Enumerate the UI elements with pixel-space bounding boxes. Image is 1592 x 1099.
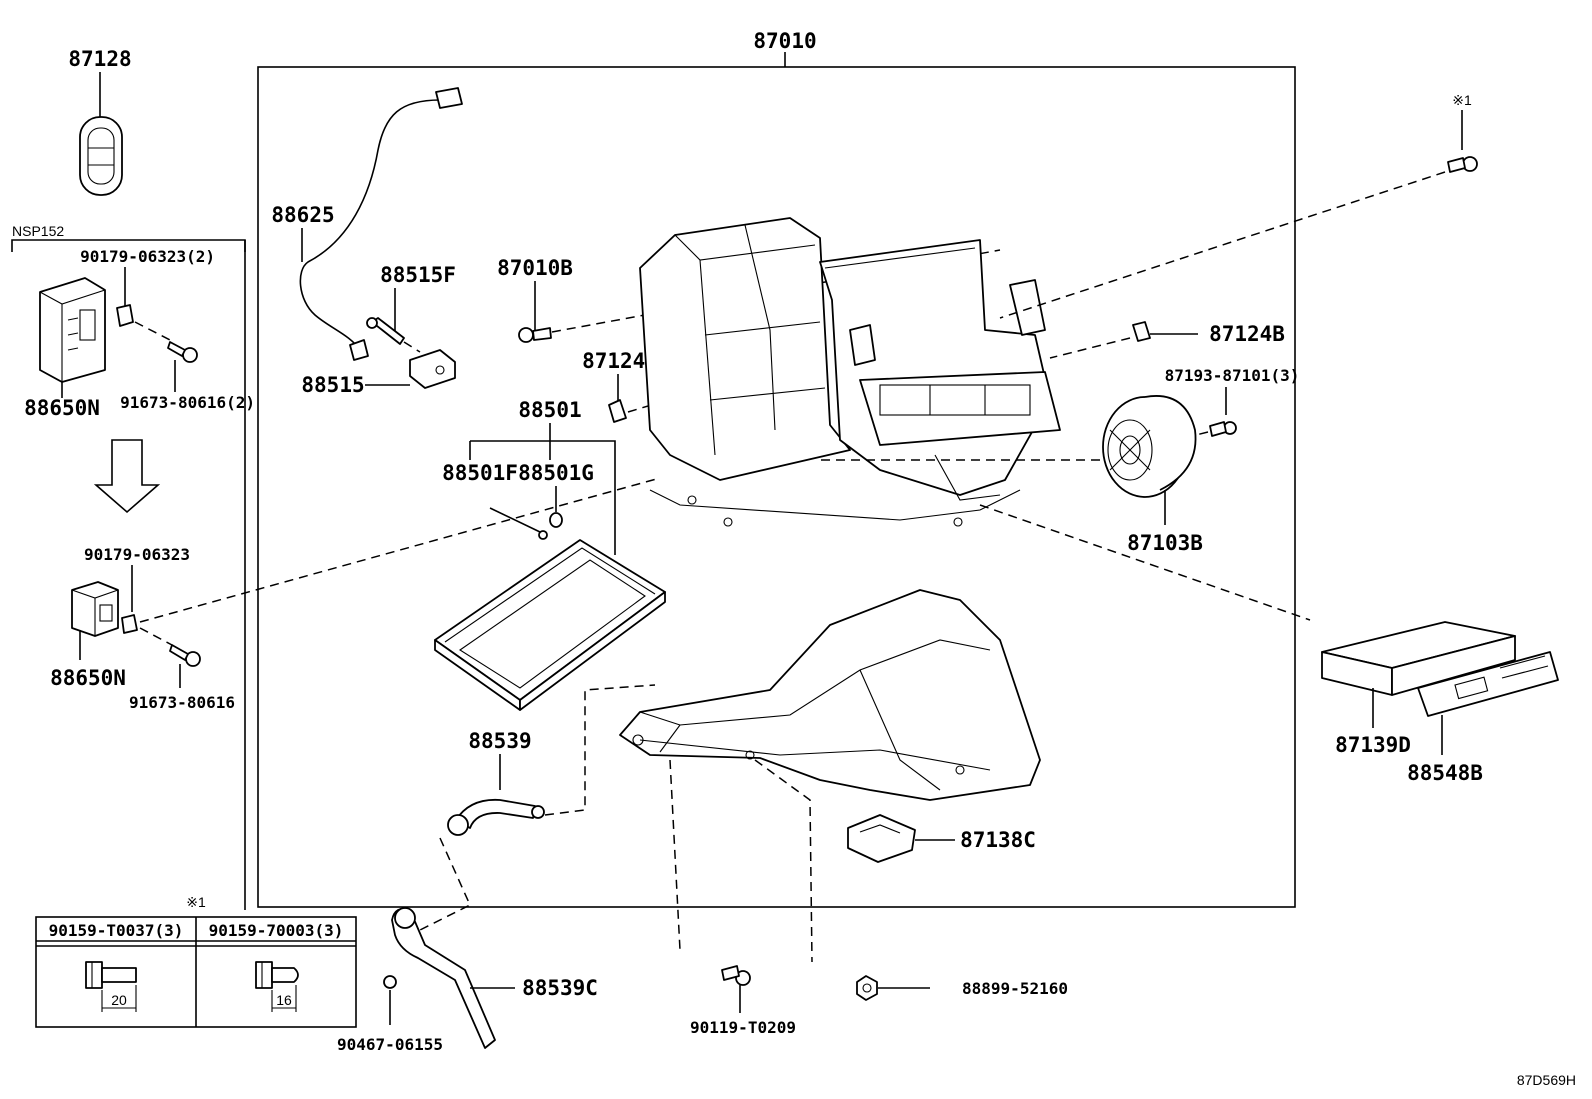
bolt-note1-top[interactable] — [1447, 156, 1478, 173]
bolt-91673-top[interactable] — [167, 341, 198, 363]
note-marker-table: ※1 — [186, 894, 206, 910]
label-88515F[interactable]: 88515F — [380, 263, 456, 287]
label-88625[interactable]: 88625 — [271, 203, 334, 227]
label-87103B[interactable]: 87103B — [1127, 531, 1203, 555]
arrow-down-icon — [93, 439, 161, 514]
ecu-88650N-top[interactable] — [39, 277, 106, 383]
label-90179-06323[interactable]: 90179-06323 — [84, 545, 190, 564]
oring-88501F[interactable] — [538, 530, 548, 540]
table-length-col2: 16 — [276, 992, 292, 1008]
label-88501G[interactable]: 88501G — [518, 461, 594, 485]
label-88515[interactable]: 88515 — [301, 373, 364, 397]
label-88650N-top[interactable]: 88650N — [24, 396, 100, 420]
block-88515[interactable] — [409, 349, 456, 389]
label-87010[interactable]: 87010 — [753, 29, 816, 53]
blower-motor-87103B[interactable] — [1102, 395, 1197, 498]
label-88899-52160[interactable]: 88899-52160 — [962, 979, 1068, 998]
grommet-87128[interactable] — [79, 116, 123, 196]
label-91673-80616-2[interactable]: 91673-80616(2) — [120, 393, 255, 412]
clip-87124B-left[interactable] — [608, 399, 627, 423]
bolt-90159-70003-icon — [255, 961, 299, 989]
label-88501F[interactable]: 88501F — [442, 461, 518, 485]
screw-88515F[interactable] — [366, 317, 405, 345]
hvac-case-87010[interactable] — [639, 217, 1061, 527]
table-header-col2: 90159-70003(3) — [209, 921, 344, 940]
label-88548B[interactable]: 88548B — [1407, 761, 1483, 785]
label-88501[interactable]: 88501 — [518, 398, 581, 422]
screw-87193[interactable] — [1209, 421, 1237, 437]
label-87124B-right[interactable]: 87124B — [1209, 322, 1285, 346]
screw-87010B[interactable] — [518, 327, 552, 343]
label-88539[interactable]: 88539 — [468, 729, 531, 753]
clip-90179-bottom[interactable] — [121, 614, 138, 634]
resistor-87138C[interactable] — [847, 814, 916, 863]
note-marker-top: ※1 — [1452, 92, 1472, 108]
label-87138C[interactable]: 87138C — [960, 828, 1036, 852]
label-87139D[interactable]: 87139D — [1335, 733, 1411, 757]
filter-87139D[interactable] — [1321, 621, 1516, 696]
label-87193-87101-3[interactable]: 87193-87101(3) — [1165, 366, 1300, 385]
oring-88501G[interactable] — [549, 512, 563, 528]
assembly-frame — [257, 66, 1296, 908]
label-90119-T0209[interactable]: 90119-T0209 — [690, 1018, 796, 1037]
label-88650N-bottom[interactable]: 88650N — [50, 666, 126, 690]
nut-88899[interactable] — [856, 975, 878, 1001]
pipe-88539[interactable] — [447, 798, 545, 836]
diagram-id: 87D569H — [1517, 1072, 1576, 1088]
pipe-88539C[interactable] — [391, 907, 496, 1049]
bolt-90119[interactable] — [721, 965, 751, 986]
oring-90467[interactable] — [383, 975, 397, 989]
ecu-88650N-bottom[interactable] — [71, 581, 119, 637]
bolt-spec-table: 90159-T0037(3) 90159-70003(3) 20 16 — [35, 916, 357, 1028]
label-88539C[interactable]: 88539C — [522, 976, 598, 1000]
sensor-88625[interactable] — [299, 87, 463, 361]
clip-87124B-right[interactable] — [1132, 321, 1151, 342]
label-91673-80616[interactable]: 91673-80616 — [129, 693, 235, 712]
label-90179-06323-2[interactable]: 90179-06323(2) — [80, 247, 215, 266]
table-header-col1: 90159-T0037(3) — [49, 921, 184, 940]
label-90467-06155[interactable]: 90467-06155 — [337, 1035, 443, 1054]
lower-case[interactable] — [619, 589, 1041, 801]
heater-core-88501[interactable] — [434, 539, 666, 711]
label-87010B[interactable]: 87010B — [497, 256, 573, 280]
bolt-91673-bottom[interactable] — [169, 644, 201, 667]
label-87128[interactable]: 87128 — [68, 47, 131, 71]
cover-88548B[interactable] — [1417, 651, 1559, 717]
bolt-90159-T0037-icon — [85, 961, 137, 989]
clip-90179-top[interactable] — [116, 304, 134, 327]
table-length-col1: 20 — [111, 992, 127, 1008]
variant-label: NSP152 — [12, 223, 64, 239]
